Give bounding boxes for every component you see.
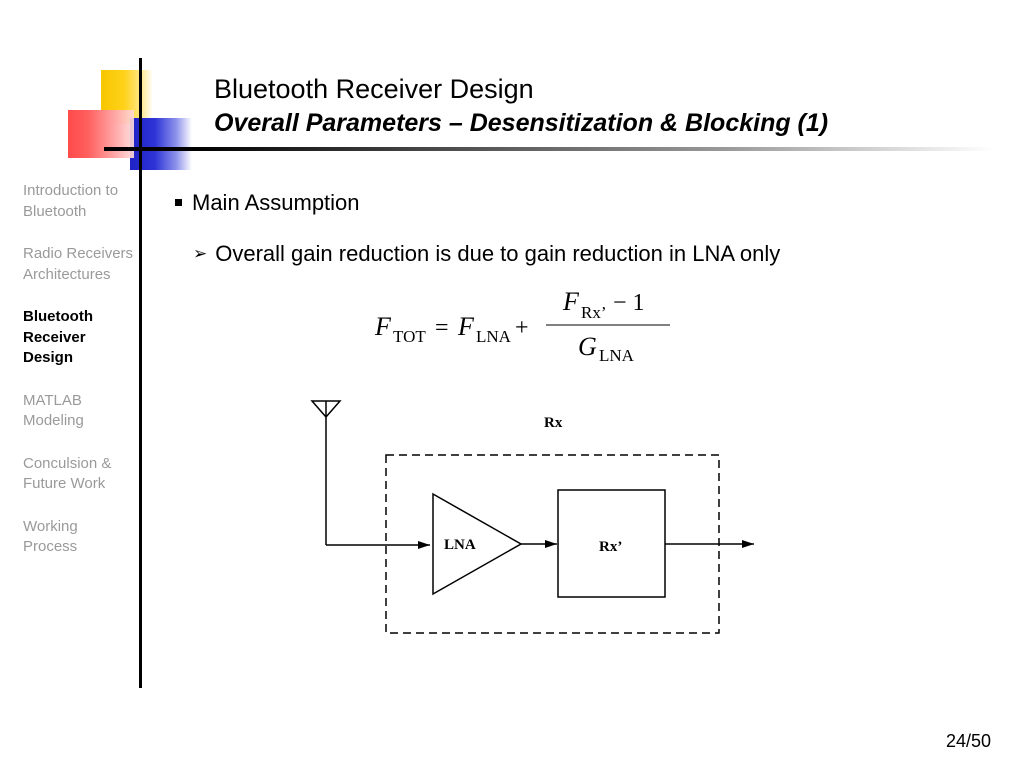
sidebar-nav: Introduction to Bluetooth Radio Receiver… <box>23 181 135 580</box>
rx-prime-label: Rx’ <box>599 539 622 555</box>
header-rule <box>104 147 994 151</box>
formula-denominator: G <box>578 332 597 361</box>
vertical-divider <box>139 58 142 688</box>
arrow-bullet-icon: ➢ <box>193 244 208 263</box>
formula-numerator-minus: − 1 <box>613 290 645 316</box>
sidebar-item-bluetooth-receiver-design[interactable]: Bluetooth Receiver Design <box>23 308 93 366</box>
sidebar-item-radio-receivers[interactable]: Radio Receivers Architectures <box>23 245 134 283</box>
sidebar-item-matlab-modeling[interactable]: MATLAB Modeling <box>23 391 84 430</box>
page-number: 24/50 <box>946 731 992 751</box>
formula-equals: = <box>435 315 449 341</box>
rx-prime-block <box>557 489 666 598</box>
formula-lhs: F <box>374 312 392 341</box>
lna-label: LNA <box>444 537 476 553</box>
sidebar-item-conclusion[interactable]: Conculsion & Future Work <box>23 454 112 493</box>
square-bullet-icon <box>175 199 182 206</box>
lna-amplifier-icon <box>432 492 523 596</box>
slide-subtitle: Overall Parameters – Desensitization & B… <box>214 109 829 137</box>
formula-numerator-sub: Rx’ <box>581 303 607 322</box>
formula-lhs-sub: TOT <box>393 327 426 346</box>
sub-bullet-text: Overall gain reduction is due to gain re… <box>215 241 781 266</box>
sidebar-item-working-process[interactable]: Working Process <box>23 517 78 556</box>
antenna-icon <box>310 400 342 545</box>
rx-label: Rx <box>544 415 563 431</box>
formula-denominator-sub: LNA <box>599 346 635 365</box>
formula-numerator: F <box>562 287 580 316</box>
formula-plus: + <box>515 315 529 341</box>
formula-term1: F <box>457 312 475 341</box>
formula-term1-sub: LNA <box>476 327 512 346</box>
bullet-main-assumption: Main Assumption <box>175 188 360 218</box>
slide-title: Bluetooth Receiver Design <box>214 74 534 104</box>
sub-bullet: ➢ Overall gain reduction is due to gain r… <box>193 239 780 269</box>
sidebar-item-introduction[interactable]: Introduction to Bluetooth <box>23 182 119 220</box>
bullet-text: Main Assumption <box>192 190 360 215</box>
